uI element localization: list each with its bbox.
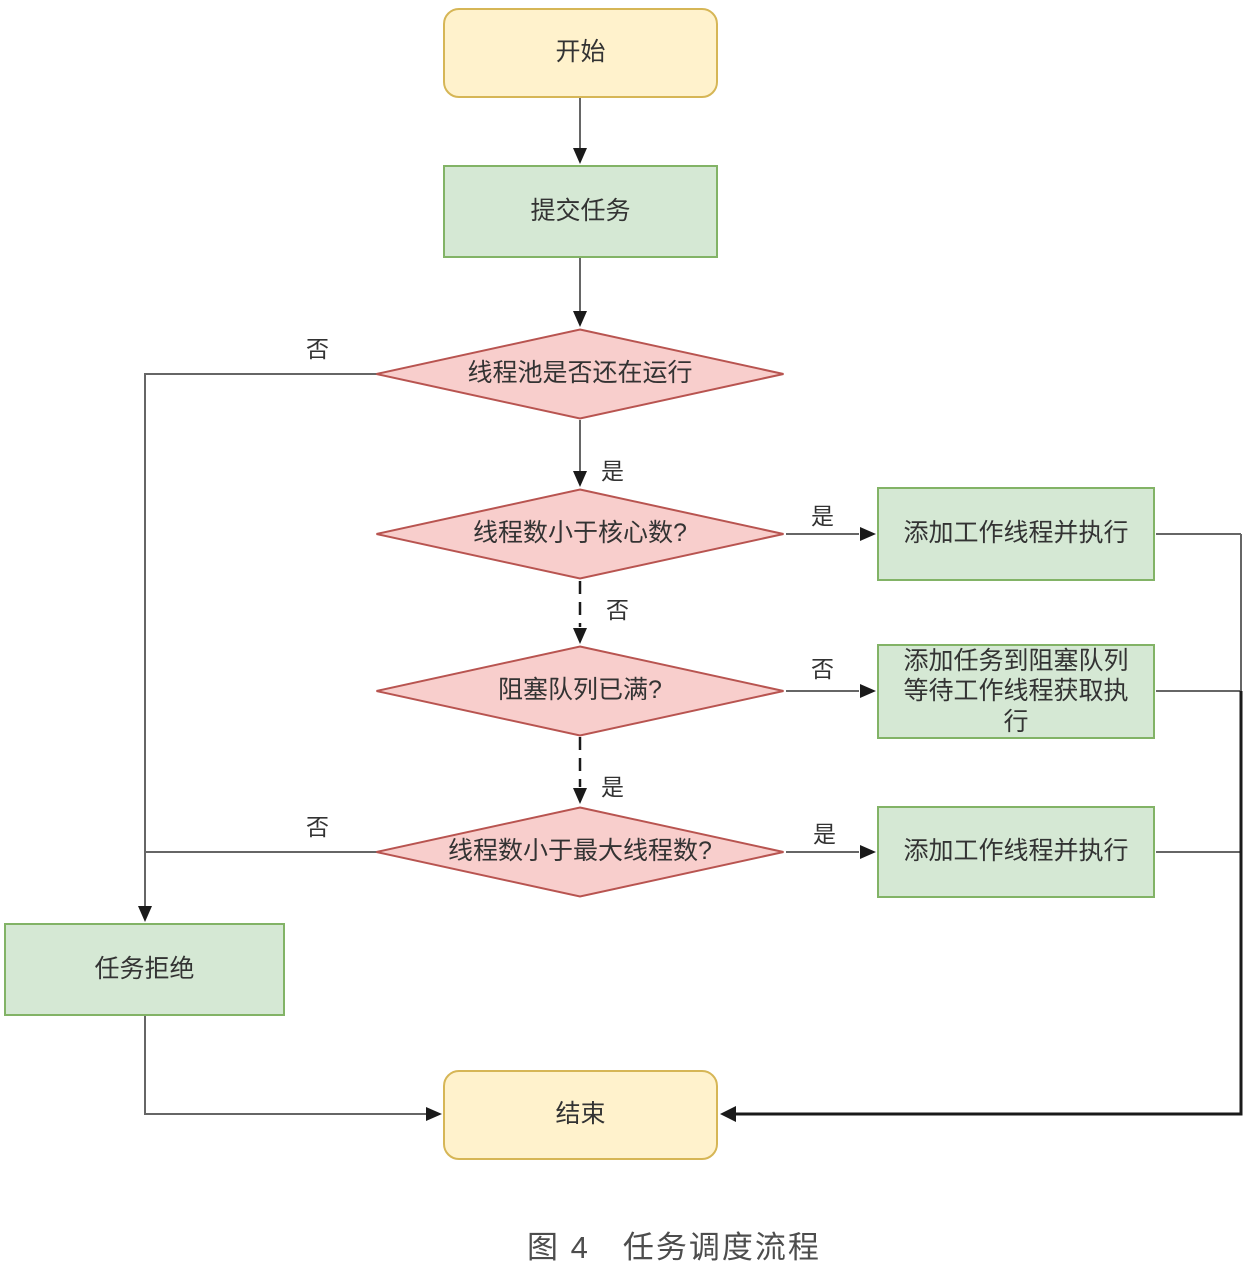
edge-label-pool-no: 否 bbox=[306, 336, 329, 362]
node-task-reject-label: 任务拒绝 bbox=[94, 954, 195, 983]
node-add-worker-top-label: 添加工作线程并执行 bbox=[903, 519, 1129, 548]
edge-max-threads-yes bbox=[786, 845, 876, 859]
figure-caption: 图 4 任务调度流程 bbox=[527, 1230, 821, 1263]
edge-label-max-yes: 是 bbox=[813, 821, 836, 847]
edge-add-worker-top-to-rail bbox=[1156, 533, 1242, 691]
edge-start-to-submit bbox=[573, 98, 587, 164]
node-add-to-queue: 添加任务到阻塞队列等待工作线程获取执行 bbox=[877, 644, 1155, 739]
decision-diamond-shape bbox=[376, 488, 784, 580]
edge-label-queue-yes: 是 bbox=[601, 774, 624, 800]
node-add-worker-bottom: 添加工作线程并执行 bbox=[877, 806, 1155, 898]
edge-rail-to-end bbox=[720, 691, 1243, 1122]
node-add-to-queue-label: 添加任务到阻塞队列等待工作线程获取执行 bbox=[903, 646, 1129, 736]
edge-submit-to-pool-running bbox=[573, 258, 587, 327]
node-decision-max-threads-label: 线程数小于最大线程数? bbox=[448, 837, 712, 866]
edge-label-core-no: 否 bbox=[606, 597, 629, 623]
edge-queue-full-no bbox=[786, 684, 876, 698]
node-decision-core-count-label: 线程数小于核心数? bbox=[473, 519, 687, 548]
decision-diamond-shape bbox=[376, 806, 784, 898]
node-submit-task-label: 提交任务 bbox=[530, 196, 631, 225]
node-end: 结束 bbox=[443, 1070, 718, 1160]
edge-core-count-yes bbox=[786, 527, 876, 541]
node-add-worker-bottom-label: 添加工作线程并执行 bbox=[903, 837, 1129, 866]
edge-pool-running-no bbox=[138, 373, 378, 922]
node-add-worker-top: 添加工作线程并执行 bbox=[877, 487, 1155, 581]
node-start-label: 开始 bbox=[555, 38, 606, 67]
edge-queue-full-yes bbox=[573, 737, 587, 804]
node-end-label: 结束 bbox=[555, 1100, 606, 1129]
node-submit-task: 提交任务 bbox=[443, 165, 718, 258]
node-decision-max-threads: 线程数小于最大线程数? bbox=[375, 806, 785, 898]
node-task-reject: 任务拒绝 bbox=[4, 923, 285, 1016]
node-decision-queue-full: 阻塞队列已满? bbox=[375, 645, 785, 737]
node-start: 开始 bbox=[443, 8, 718, 98]
edge-label-queue-no: 否 bbox=[811, 656, 834, 682]
edge-core-count-no bbox=[573, 581, 587, 644]
edge-label-pool-yes: 是 bbox=[601, 458, 624, 484]
edge-reject-to-end bbox=[144, 1016, 442, 1121]
edge-label-max-no: 否 bbox=[306, 814, 329, 840]
edge-label-core-yes: 是 bbox=[811, 503, 834, 529]
node-decision-pool-running: 线程池是否还在运行 bbox=[375, 328, 785, 420]
decision-diamond-shape bbox=[376, 328, 784, 420]
edge-pool-running-yes bbox=[573, 420, 587, 487]
node-decision-queue-full-label: 阻塞队列已满? bbox=[498, 676, 662, 705]
decision-diamond-shape bbox=[376, 645, 784, 737]
node-decision-core-count: 线程数小于核心数? bbox=[375, 488, 785, 580]
node-decision-pool-running-label: 线程池是否还在运行 bbox=[467, 359, 693, 388]
